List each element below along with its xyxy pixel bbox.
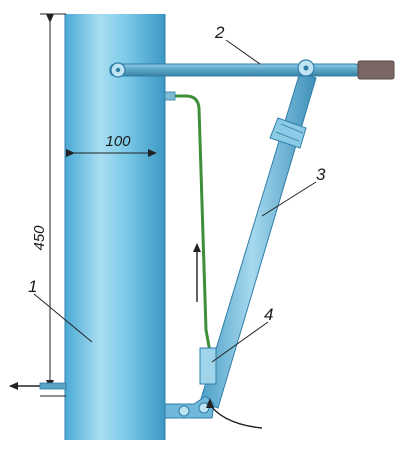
callout-1-leader [33,293,93,343]
handle-grip [357,60,395,80]
callout-4-label: 4 [264,305,273,324]
callout-4-leader [211,321,269,363]
callout-3-label: 3 [316,165,326,184]
callout-3-leader [261,181,317,217]
callout-2-leader [225,39,261,65]
cable-clamp-top [164,91,176,101]
callout-2-label: 2 [214,23,225,42]
horizontal-lever [109,59,361,78]
diagonal-tube [199,71,317,409]
height-dimension-label: 450 [31,225,48,251]
cable [170,94,212,353]
arc-arrow-icon [206,398,214,408]
width-dimension-label: 100 [105,133,131,150]
pole-stud [39,382,67,390]
callout-1-label: 1 [28,277,37,296]
base-bracket [164,395,215,419]
base-pivot-icon [178,405,190,417]
lower-block [199,347,217,385]
pole-body [65,14,165,440]
